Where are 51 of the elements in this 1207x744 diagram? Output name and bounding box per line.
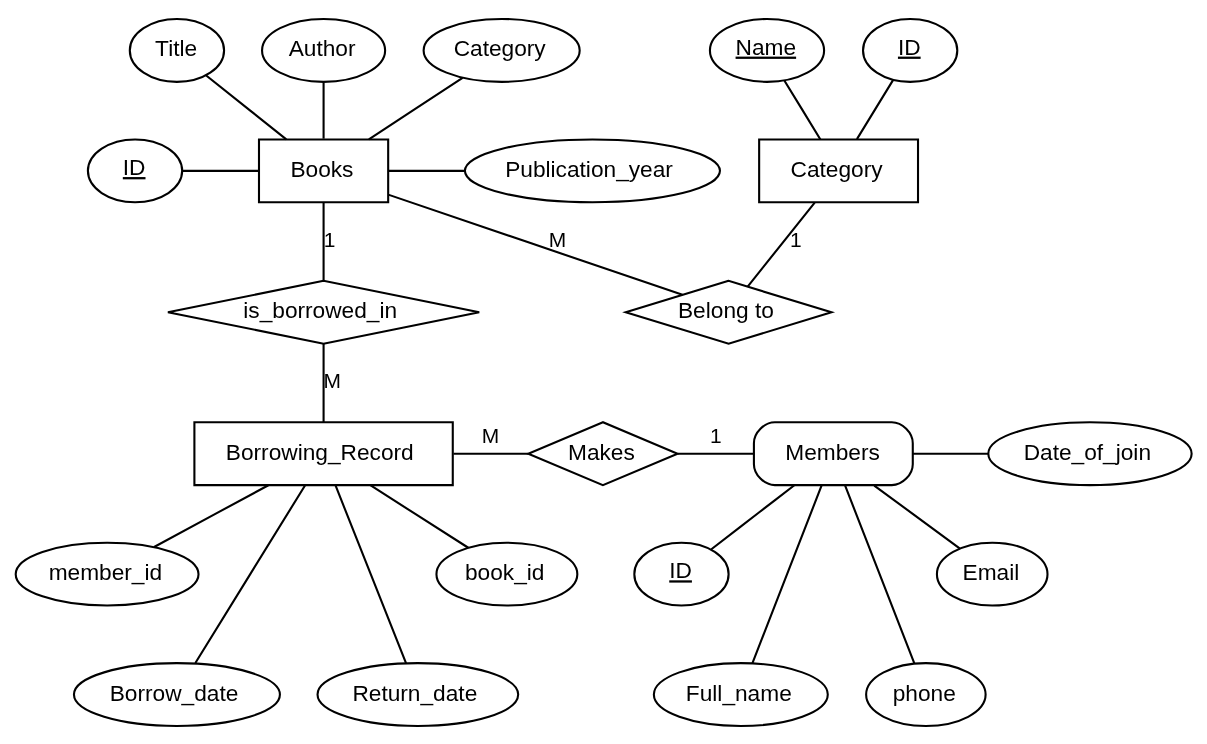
node-ellipse: Author [261, 17, 387, 83]
connector [913, 452, 989, 455]
node-ellipse: Title [128, 17, 226, 83]
edge-label: 1 [710, 423, 722, 447]
node-diamond: Belong to [622, 279, 836, 345]
edge-label: 1 [323, 227, 336, 251]
node-ellipse: book_id [435, 541, 579, 607]
node-box: Category [758, 137, 920, 203]
connector [205, 73, 287, 140]
connector [334, 484, 407, 663]
node-ellipse: Name [708, 17, 826, 83]
node-diamond: Makes [525, 420, 681, 486]
connector [322, 81, 325, 139]
connector [751, 484, 823, 663]
connector [194, 484, 306, 664]
connector [710, 483, 795, 550]
node-ellipse: Full_name [652, 661, 829, 727]
node-diamond: is_borrowed_in [166, 279, 481, 345]
connector [677, 452, 754, 455]
connector [369, 483, 469, 549]
node-ellipse: Publication_year [463, 137, 721, 203]
connector [783, 79, 822, 140]
connector [368, 76, 464, 140]
connector [322, 343, 325, 422]
edge-label: 1 [789, 227, 802, 251]
connector [844, 484, 916, 663]
connector [746, 201, 816, 287]
edge-label: M [548, 227, 567, 251]
node-box: Borrowing_Record [193, 420, 454, 486]
node-ellipse: Return_date [316, 661, 520, 727]
edge-label: M [323, 368, 342, 392]
node-ellipse: ID [86, 137, 184, 203]
connector [153, 483, 269, 548]
node-ellipse: ID [633, 541, 730, 607]
node-ellipse: member_id [14, 541, 200, 607]
connector [388, 169, 465, 172]
node-ellipse: Email [935, 541, 1049, 607]
connector [856, 78, 895, 140]
node-ellipse: phone [865, 661, 987, 727]
node-box: Books [257, 137, 390, 203]
node-ellipse: Date_of_join [987, 420, 1193, 486]
connector [387, 193, 683, 296]
edge-label: M [481, 423, 500, 447]
connector [182, 169, 259, 172]
node-box: Members [752, 420, 914, 486]
connector [873, 484, 961, 549]
connector [453, 452, 529, 455]
connector [322, 202, 325, 281]
node-ellipse: ID [862, 17, 959, 83]
node-ellipse: Borrow_date [72, 661, 281, 727]
node-ellipse: Category [422, 17, 581, 83]
